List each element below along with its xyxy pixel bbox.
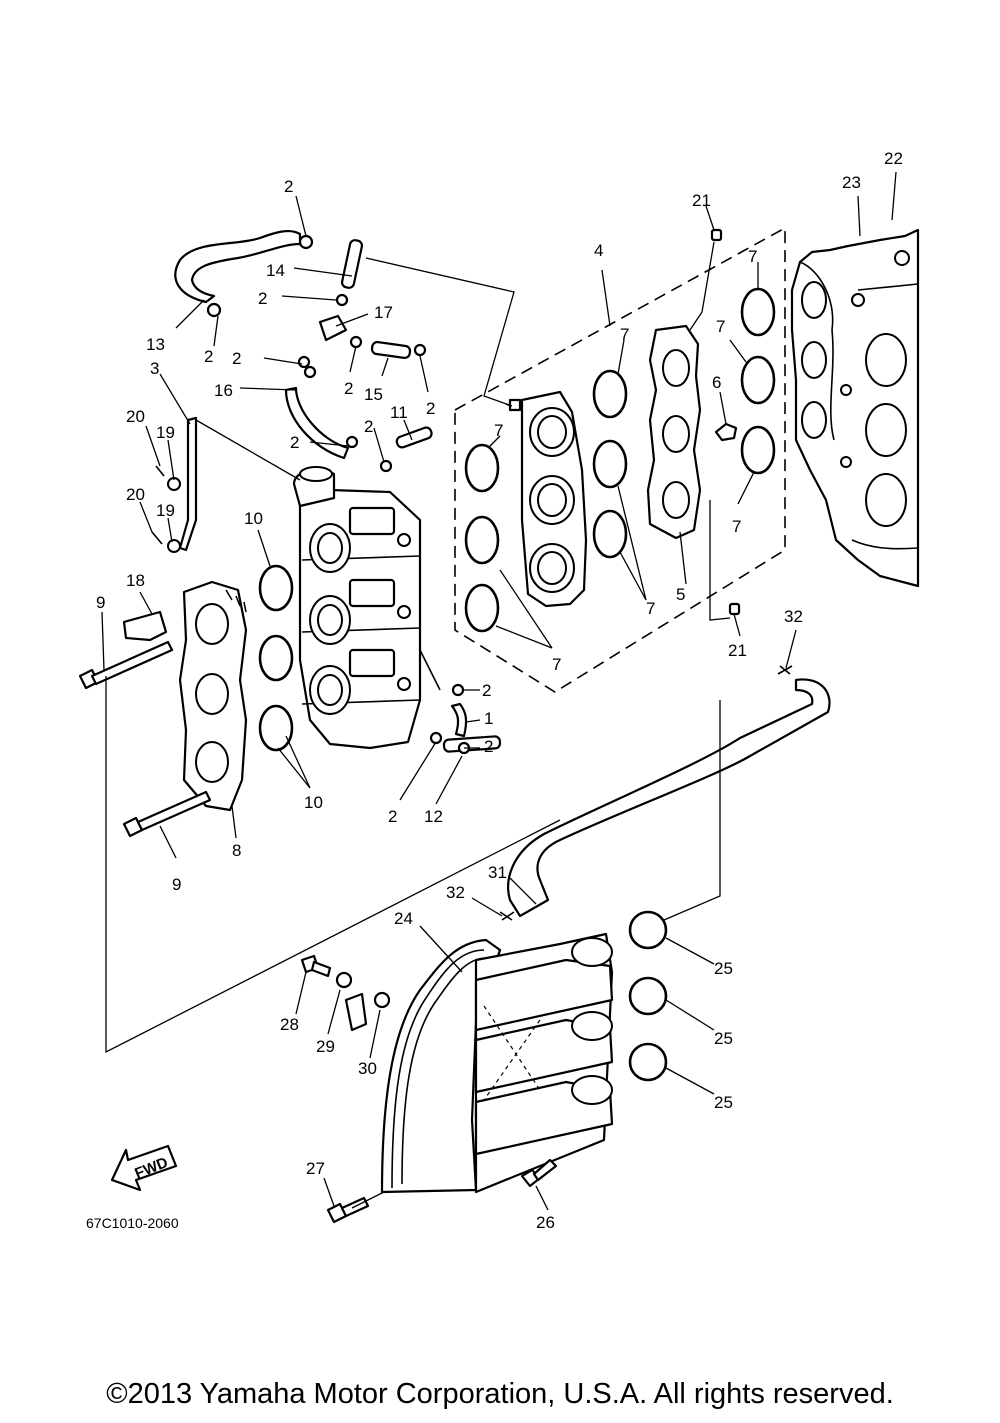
- o-ring-10: [258, 634, 294, 682]
- callout-19: 19: [156, 423, 175, 442]
- callout-7: 7: [716, 317, 725, 336]
- callout-2: 2: [426, 399, 435, 418]
- link-rod: [178, 416, 198, 552]
- diagram-code: 67C1010-2060: [86, 1215, 179, 1231]
- o-ring-10: [258, 564, 294, 612]
- callout-28: 28: [280, 1015, 299, 1034]
- assembly-group-outline: [454, 226, 786, 693]
- parts-diagram: FWD 67C1010-2060 1 2 2 2 2 2 2 2 2 2 2 2…: [78, 149, 920, 1232]
- callout-2: 2: [258, 289, 267, 308]
- callout-31: 31: [488, 863, 507, 882]
- o-rings-7: [464, 287, 776, 633]
- callout-25: 25: [714, 1093, 733, 1112]
- callout-5: 5: [676, 585, 685, 604]
- callout-7: 7: [494, 421, 503, 440]
- callout-26: 26: [536, 1213, 555, 1232]
- callout-7: 7: [748, 247, 757, 266]
- bolt-9-lower: [122, 790, 212, 838]
- intake-silencer: [380, 932, 614, 1194]
- bracket-30: [344, 992, 368, 1032]
- callout-7: 7: [732, 517, 741, 536]
- washer-19: [167, 539, 181, 553]
- callout-2: 2: [290, 433, 299, 452]
- o-ring-25: [628, 910, 668, 950]
- callout-12: 12: [424, 807, 443, 826]
- callout-7: 7: [646, 599, 655, 618]
- callout-17: 17: [374, 303, 393, 322]
- screw-6: [714, 422, 738, 442]
- hose-clamp-32: [777, 665, 793, 675]
- callout-2: 2: [482, 681, 491, 700]
- hose-31: [507, 678, 831, 918]
- o-ring-25: [628, 1042, 668, 1082]
- callout-10: 10: [304, 793, 323, 812]
- callout-22: 22: [884, 149, 903, 168]
- callout-2: 2: [364, 417, 373, 436]
- intake-manifold: [505, 390, 588, 608]
- carburetor-joint: [178, 580, 248, 812]
- copyright-notice: ©2013 Yamaha Motor Corporation, U.S.A. A…: [106, 1378, 894, 1410]
- callout-16: 16: [214, 381, 233, 400]
- callout-2: 2: [232, 349, 241, 368]
- clamp-18: [122, 610, 168, 642]
- callout-2: 2: [484, 737, 493, 756]
- callout-2: 2: [388, 807, 397, 826]
- gasket-port: [662, 481, 690, 519]
- callout-1: 1: [484, 709, 493, 728]
- callout-10: 10: [244, 509, 263, 528]
- bolt-28: [300, 954, 332, 978]
- gasket-port: [662, 349, 690, 387]
- callout-3: 3: [150, 359, 159, 378]
- callout-7: 7: [552, 655, 561, 674]
- callout-7: 7: [620, 325, 629, 344]
- bolt-27: [326, 1196, 370, 1224]
- hoses-and-fittings: [174, 229, 502, 755]
- callout-27: 27: [306, 1159, 325, 1178]
- callout-4: 4: [594, 241, 603, 260]
- callout-19: 19: [156, 501, 175, 520]
- callout-25: 25: [714, 1029, 733, 1048]
- callout-8: 8: [232, 841, 241, 860]
- washer-29: [335, 971, 353, 989]
- callout-15: 15: [364, 385, 383, 404]
- callout-2: 2: [204, 347, 213, 366]
- bolt-9-upper: [78, 640, 174, 690]
- callout-14: 14: [266, 261, 285, 280]
- callout-21: 21: [692, 191, 711, 210]
- callout-9: 9: [96, 593, 105, 612]
- dowel-pin: [710, 228, 723, 242]
- callout-20: 20: [126, 485, 145, 504]
- callout-29: 29: [316, 1037, 335, 1056]
- callout-20: 20: [126, 407, 145, 426]
- dowel-pin: [728, 602, 741, 616]
- bolt-26: [520, 1158, 558, 1188]
- o-ring-25: [628, 976, 668, 1016]
- callout-25: 25: [714, 959, 733, 978]
- callout-24: 24: [394, 909, 413, 928]
- callout-32: 32: [446, 883, 465, 902]
- gasket-port: [662, 415, 690, 453]
- callout-30: 30: [358, 1059, 377, 1078]
- callout-numbers: 1 2 2 2 2 2 2 2 2 2 2 2 3 4 5 6 7 7 7 7 …: [96, 149, 903, 1232]
- callout-23: 23: [842, 173, 861, 192]
- engine-block: [790, 228, 920, 588]
- carburetor-assembly: [292, 466, 441, 750]
- clip-20: [155, 465, 165, 477]
- callout-18: 18: [126, 571, 145, 590]
- callout-11: 11: [390, 403, 408, 422]
- callout-21: 21: [728, 641, 747, 660]
- leader-lines: [101, 171, 897, 1211]
- clip-20: [151, 531, 163, 545]
- callout-2: 2: [344, 379, 353, 398]
- hose-clamp-32: [499, 911, 515, 921]
- grommet-30: [373, 991, 391, 1009]
- callout-9: 9: [172, 875, 181, 894]
- o-ring-10: [258, 704, 294, 752]
- callout-6: 6: [712, 373, 721, 392]
- fwd-arrow-icon: FWD: [110, 1144, 178, 1192]
- callout-13: 13: [146, 335, 165, 354]
- callout-32: 32: [784, 607, 803, 626]
- callout-2: 2: [284, 177, 293, 196]
